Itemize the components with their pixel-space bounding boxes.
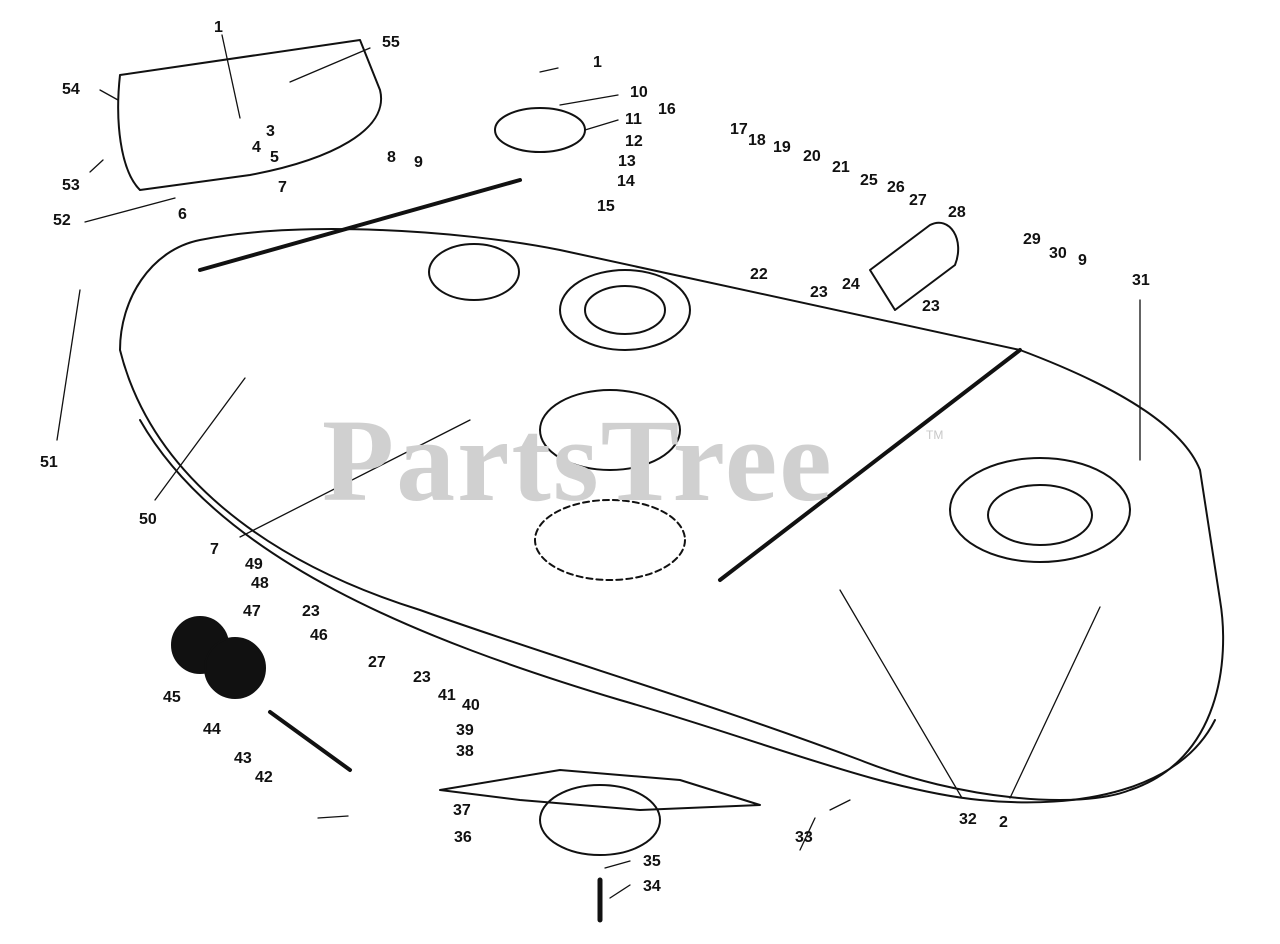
- callout-48[interactable]: 48: [251, 575, 269, 592]
- belt-cover-54: [117, 39, 383, 191]
- callout-31[interactable]: 31: [1132, 272, 1150, 289]
- callout-14[interactable]: 14: [617, 173, 635, 190]
- callout-4[interactable]: 4: [252, 139, 261, 156]
- callout-38[interactable]: 38: [456, 743, 474, 760]
- callout-24[interactable]: 24: [842, 276, 860, 293]
- idler-pulley-11: [494, 107, 586, 153]
- callout-6[interactable]: 6: [178, 206, 187, 223]
- callout-40[interactable]: 40: [462, 697, 480, 714]
- callout-52[interactable]: 52: [53, 212, 71, 229]
- right-spindle-ring: [949, 457, 1131, 563]
- rod-29: [718, 348, 1022, 582]
- center-spindle-ring: [539, 389, 681, 471]
- callout-23[interactable]: 23: [810, 284, 828, 301]
- callout-39[interactable]: 39: [456, 722, 474, 739]
- callout-46[interactable]: 46: [310, 627, 328, 644]
- cylinder-28: [869, 221, 960, 311]
- wheel-45b: [204, 637, 266, 699]
- right-spindle-opening: [987, 484, 1093, 546]
- callout-27[interactable]: 27: [368, 654, 386, 671]
- callout-7[interactable]: 7: [278, 179, 287, 196]
- callout-26[interactable]: 26: [887, 179, 905, 196]
- hub-36: [539, 784, 661, 856]
- trademark-mark: TM: [926, 428, 944, 442]
- callout-32[interactable]: 32: [959, 811, 977, 828]
- callout-15[interactable]: 15: [597, 198, 615, 215]
- deck-skirt-edge: [139, 419, 1216, 804]
- callout-45[interactable]: 45: [163, 689, 181, 706]
- callout-20[interactable]: 20: [803, 148, 821, 165]
- callout-7[interactable]: 7: [210, 541, 219, 558]
- callout-43[interactable]: 43: [234, 750, 252, 767]
- callout-36[interactable]: 36: [454, 829, 472, 846]
- callout-54[interactable]: 54: [62, 81, 80, 98]
- axle-43: [268, 710, 352, 772]
- callout-18[interactable]: 18: [748, 132, 766, 149]
- callout-19[interactable]: 19: [773, 139, 791, 156]
- callout-3[interactable]: 3: [266, 123, 275, 140]
- callout-12[interactable]: 12: [625, 133, 643, 150]
- callout-37[interactable]: 37: [453, 802, 471, 819]
- callout-2[interactable]: 2: [999, 814, 1008, 831]
- callout-47[interactable]: 47: [243, 603, 261, 620]
- callout-30[interactable]: 30: [1049, 245, 1067, 262]
- callout-5[interactable]: 5: [270, 149, 279, 166]
- callout-28[interactable]: 28: [948, 204, 966, 221]
- callout-17[interactable]: 17: [730, 121, 748, 138]
- callout-23[interactable]: 23: [922, 298, 940, 315]
- center-pulley-18: [559, 269, 691, 351]
- callout-35[interactable]: 35: [643, 853, 661, 870]
- callout-55[interactable]: 55: [382, 34, 400, 51]
- deck-shell: [119, 228, 1225, 801]
- callout-33[interactable]: 33: [795, 829, 813, 846]
- center-pulley-inner: [584, 285, 666, 335]
- blade-adapter-41: [534, 499, 686, 581]
- callout-22[interactable]: 22: [750, 266, 768, 283]
- callout-23[interactable]: 23: [302, 603, 320, 620]
- callout-1[interactable]: 1: [593, 54, 602, 71]
- callout-29[interactable]: 29: [1023, 231, 1041, 248]
- callout-21[interactable]: 21: [832, 159, 850, 176]
- callout-9[interactable]: 9: [1078, 252, 1087, 269]
- callout-11[interactable]: 11: [625, 111, 642, 128]
- callout-51[interactable]: 51: [40, 454, 58, 471]
- callout-42[interactable]: 42: [255, 769, 273, 786]
- rod-8: [198, 178, 522, 272]
- callout-50[interactable]: 50: [139, 511, 157, 528]
- callout-25[interactable]: 25: [860, 172, 878, 189]
- callout-23[interactable]: 23: [413, 669, 431, 686]
- left-spindle-opening: [428, 243, 520, 301]
- callout-13[interactable]: 13: [618, 153, 636, 170]
- blade-37: [439, 769, 761, 811]
- callout-16[interactable]: 16: [658, 101, 676, 118]
- callout-9[interactable]: 9: [414, 154, 423, 171]
- callout-49[interactable]: 49: [245, 556, 263, 573]
- callout-41[interactable]: 41: [438, 687, 456, 704]
- callout-1[interactable]: 1: [214, 19, 223, 36]
- callout-34[interactable]: 34: [643, 878, 661, 895]
- callout-8[interactable]: 8: [387, 149, 396, 166]
- partstree-watermark: PartsTree: [322, 395, 834, 526]
- callout-27[interactable]: 27: [909, 192, 927, 209]
- callout-53[interactable]: 53: [62, 177, 80, 194]
- callout-10[interactable]: 10: [630, 84, 648, 101]
- callout-44[interactable]: 44: [203, 721, 221, 738]
